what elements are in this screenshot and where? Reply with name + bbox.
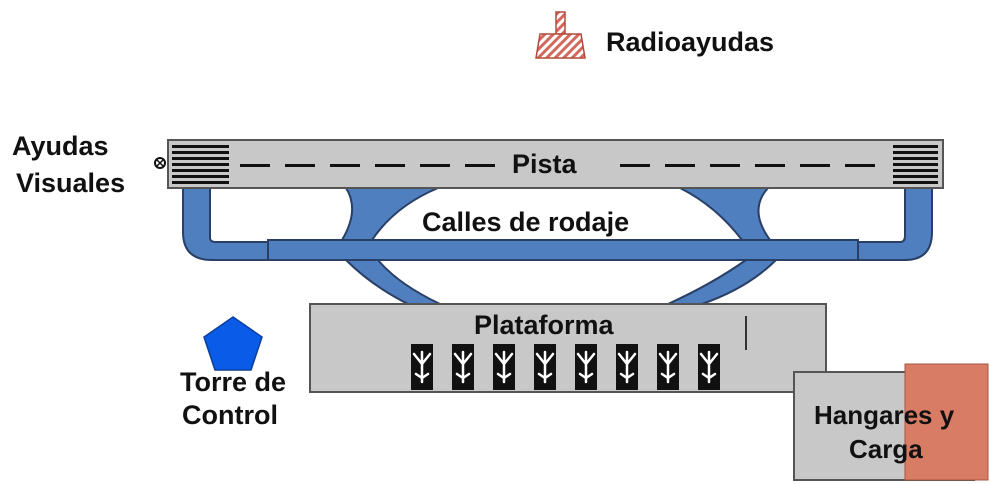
tower-label-line2: Control: [182, 400, 278, 430]
approach-light-icon: [154, 157, 166, 169]
runway: [154, 139, 944, 189]
taxiway-label: Calles de rodaje: [422, 207, 629, 237]
aircraft-stand-icon: [411, 344, 433, 390]
taxiways: [182, 187, 933, 373]
visual-aids-label-line1: Ayudas: [12, 131, 109, 161]
aircraft-stand-icon: [616, 344, 638, 390]
platform: [309, 303, 827, 393]
cargo-building: [904, 363, 989, 481]
runway-centerline: [240, 164, 875, 167]
hangar-label-line1: Hangares y: [814, 400, 955, 430]
aircraft-stand-icon: [452, 344, 474, 390]
radioayudas-label: Radioayudas: [606, 27, 774, 57]
runway-threshold-right: [893, 145, 938, 184]
aircraft-stand-icon: [657, 344, 679, 390]
aircraft-stand-icon: [534, 344, 556, 390]
visual-aids-label-line2: Visuales: [16, 168, 125, 198]
radioayudas-icon: [535, 11, 586, 59]
aircraft-stand-icon: [493, 344, 515, 390]
tower-label-line1: Torre de: [180, 367, 286, 397]
aircraft-stands: [411, 344, 720, 390]
runway-threshold-left: [172, 145, 229, 184]
platform-label: Plataforma: [474, 310, 615, 340]
runway-label: Pista: [512, 149, 578, 179]
aircraft-stand-icon: [575, 344, 597, 390]
control-tower-icon: [203, 316, 263, 371]
hangar-label-line2: Carga: [849, 434, 923, 464]
aircraft-stand-icon: [698, 344, 720, 390]
